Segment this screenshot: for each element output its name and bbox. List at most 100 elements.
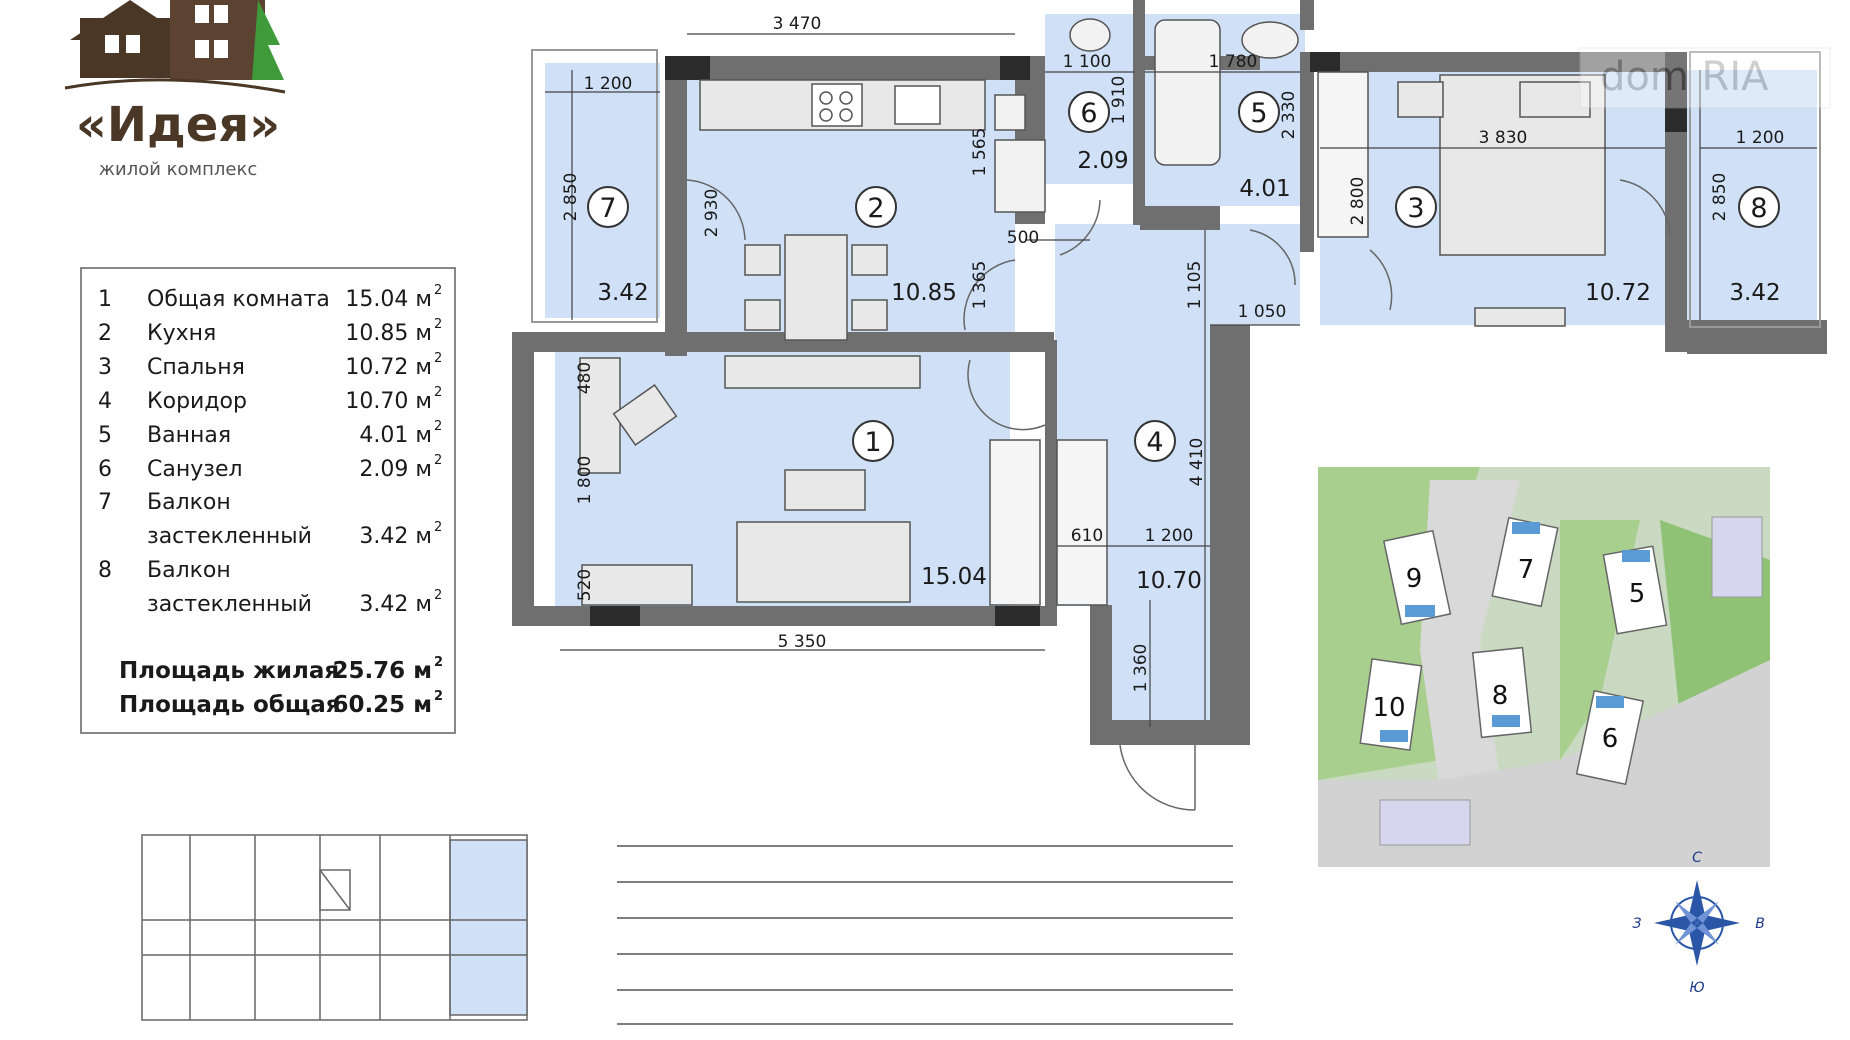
legend-row: 2 Кухня 10.85 м 2 (98, 317, 442, 346)
svg-text:15.04 м: 15.04 м (345, 287, 432, 312)
svg-text:1 565: 1 565 (970, 128, 990, 177)
svg-text:Площадь общая: Площадь общая (119, 692, 341, 718)
kitchen-cabinets (994, 94, 1046, 213)
svg-text:10.72 м: 10.72 м (345, 355, 432, 380)
room-4-number: 4 (1146, 427, 1163, 458)
bedroom-furniture (1317, 71, 1606, 327)
bathroom-fixtures (1069, 18, 1299, 166)
svg-text:500: 500 (1007, 228, 1039, 248)
note-lines (617, 845, 1233, 1025)
svg-text:480: 480 (575, 362, 595, 394)
brand-name: «Идея» (76, 97, 280, 153)
svg-text:1 800: 1 800 (575, 456, 595, 505)
legend-row: 8 Балкон застекленный 3.42 м 2 (98, 558, 442, 617)
living-room-furniture (579, 355, 1108, 606)
svg-text:3 830: 3 830 (1479, 128, 1528, 148)
svg-text:Балкон: Балкон (147, 490, 231, 515)
svg-text:2: 2 (434, 419, 442, 434)
kitchen-counter (699, 79, 986, 131)
svg-text:1 365: 1 365 (970, 261, 990, 310)
svg-text:2 850: 2 850 (1710, 173, 1730, 222)
room-4-area: 10.70 (1136, 568, 1202, 594)
svg-text:2 330: 2 330 (1279, 91, 1299, 140)
site-map: 9 7 5 10 8 6 (1318, 467, 1770, 867)
floor-key-plan (141, 834, 528, 1021)
legend-row: 1 Общая комната 15.04 м 2 (98, 283, 442, 312)
svg-text:Балкон: Балкон (147, 558, 231, 583)
compass-north-label: С (1692, 850, 1702, 866)
svg-text:Общая комната: Общая комната (147, 287, 330, 312)
room-7-area: 3.42 (597, 280, 648, 306)
svg-text:2: 2 (434, 317, 442, 332)
room-5-number: 5 (1250, 98, 1267, 129)
svg-text:Кухня: Кухня (147, 321, 216, 346)
brand-subtitle: жилой комплекс (99, 159, 257, 180)
svg-text:5: 5 (98, 423, 112, 448)
apartment-plan: 7 2 6 5 3 8 1 4 3.42 10.85 2.09 4.01 10.… (512, 0, 1827, 811)
legend-row: 5 Ванная 4.01 м 2 (98, 419, 442, 448)
svg-text:1 910: 1 910 (1109, 76, 1129, 125)
building-blocks (1359, 516, 1668, 786)
compass-rose-icon (1654, 880, 1740, 966)
svg-text:10.70 м: 10.70 м (345, 389, 432, 414)
svg-text:10.85 м: 10.85 м (345, 321, 432, 346)
svg-text:1 100: 1 100 (1063, 52, 1112, 72)
svg-text:2 800: 2 800 (1348, 177, 1368, 226)
balcony-8-frame (1689, 51, 1821, 328)
room-1-number: 1 (864, 427, 881, 458)
svg-text:1 200: 1 200 (1736, 128, 1785, 148)
door-swings (686, 179, 1671, 811)
svg-text:Коридор: Коридор (147, 389, 247, 414)
svg-text:1 200: 1 200 (584, 74, 633, 94)
room-number-markers (587, 91, 1780, 462)
svg-text:2 850: 2 850 (561, 173, 581, 222)
svg-text:1 780: 1 780 (1209, 52, 1258, 72)
room-8-number: 8 (1750, 193, 1767, 224)
svg-text:1 105: 1 105 (1185, 261, 1205, 310)
svg-text:4.01 м: 4.01 м (359, 423, 432, 448)
svg-text:1: 1 (98, 287, 112, 312)
legend-total-area: Площадь общая 60.25 м 2 (119, 689, 443, 718)
svg-text:7: 7 (98, 490, 112, 515)
svg-text:6: 6 (98, 457, 112, 482)
svg-text:2: 2 (434, 520, 442, 535)
svg-text:3.42 м: 3.42 м (359, 592, 432, 617)
compass-south-label: Ю (1689, 980, 1704, 996)
room-7-number: 7 (599, 193, 616, 224)
svg-text:3: 3 (98, 355, 112, 380)
svg-text:610: 610 (1071, 526, 1103, 546)
compass-east-label: В (1755, 916, 1765, 932)
svg-text:4: 4 (98, 389, 112, 414)
brand-logo: «Идея» жилой комплекс (64, 0, 286, 180)
svg-text:1 050: 1 050 (1238, 302, 1287, 322)
building-label: 7 (1518, 555, 1535, 585)
highlighted-sections (1380, 522, 1650, 742)
legend-row: 6 Санузел 2.09 м 2 (98, 453, 442, 482)
building-label: 6 (1602, 724, 1619, 754)
dimension-labels: 3 470 1 100 1 780 1 200 1 910 2 330 3 83… (561, 14, 1784, 692)
room-2-area: 10.85 (891, 280, 957, 306)
room-3-number: 3 (1407, 193, 1424, 224)
legend-row: 4 Коридор 10.70 м 2 (98, 385, 442, 414)
svg-text:2: 2 (434, 689, 443, 704)
legend-row: 7 Балкон застекленный 3.42 м 2 (98, 490, 442, 549)
legend-row: 3 Спальня 10.72 м 2 (98, 351, 442, 380)
balcony-7-frame (531, 49, 658, 323)
svg-text:Санузел: Санузел (147, 457, 243, 482)
dining-table (744, 234, 888, 341)
building-label: 5 (1629, 579, 1646, 609)
walls (512, 0, 1827, 745)
building-label: 8 (1492, 681, 1509, 711)
svg-text:8: 8 (98, 558, 112, 583)
svg-text:1 200: 1 200 (1145, 526, 1194, 546)
room-3-area: 10.72 (1585, 280, 1651, 306)
watermark: dom RIA (1579, 47, 1831, 109)
svg-text:застекленный: застекленный (147, 592, 312, 617)
room-6-area: 2.09 (1077, 148, 1128, 174)
svg-text:4 410: 4 410 (1187, 438, 1207, 487)
svg-text:2: 2 (434, 283, 442, 298)
svg-text:520: 520 (575, 569, 595, 601)
svg-text:60.25 м: 60.25 м (332, 692, 432, 718)
svg-text:2: 2 (434, 453, 442, 468)
